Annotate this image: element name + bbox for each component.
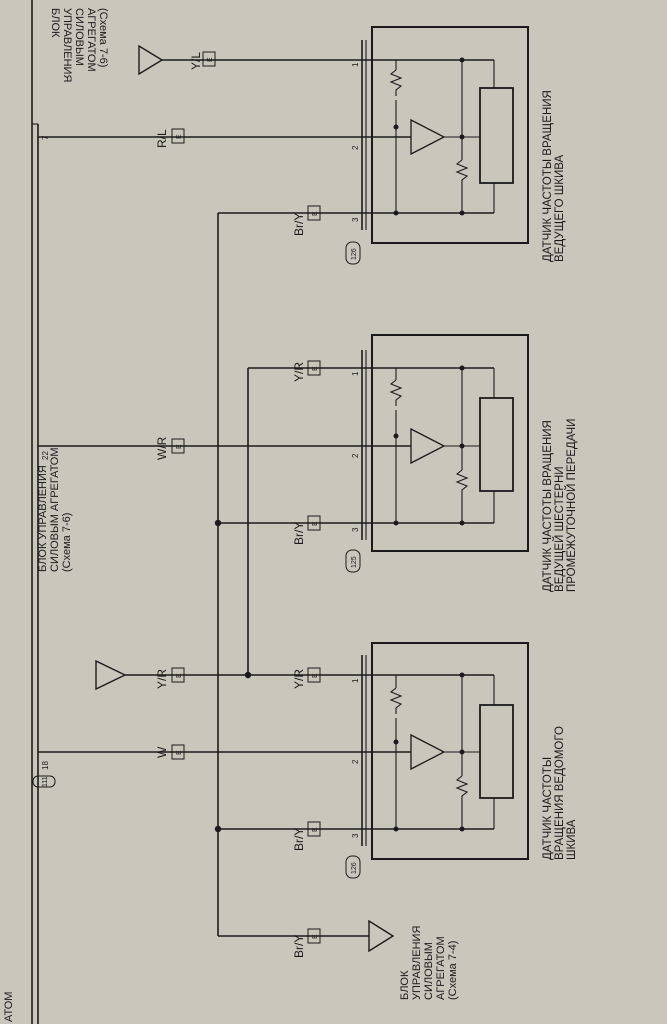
svg-text:БЛОК УПРАВЛЕНИЯ СИЛОВЫМ: БЛОК УПРАВЛЕНИЯ СИЛОВЫМ АГРЕГАТОМ (Схема… xyxy=(37,444,73,572)
sensor-intermediate-gear xyxy=(361,334,529,552)
svg-text:БЛОК УПРАВЛЕНИЯ СИ: БЛОК УПРАВЛЕНИЯ СИЛОВЫМ АГРЕГАТОМ (Схема… xyxy=(49,8,109,85)
wire-label-yl: Y/L E xyxy=(189,51,216,70)
svg-text:Br/Y: Br/Y xyxy=(292,828,306,851)
svg-text:W: W xyxy=(155,746,169,758)
sensor-pin-label: 1 xyxy=(351,371,360,376)
sensor-pin-label: 2 xyxy=(351,145,360,150)
connector-triangle-bottom xyxy=(368,919,395,953)
wire-label-rl: R/L E xyxy=(155,128,185,148)
svg-text:E: E xyxy=(312,366,319,371)
ref-block-top: БЛОК УПРАВЛЕНИЯ СИЛОВЫМ АГРЕГАТОМ (Схема… xyxy=(49,8,109,85)
sensor-pin-label: 3 xyxy=(351,527,360,532)
svg-text:E: E xyxy=(176,673,183,678)
junction-dot xyxy=(214,519,222,527)
svg-text:Br/Y: Br/Y xyxy=(292,935,306,958)
svg-text:E: E xyxy=(312,934,319,939)
svg-text:Br/Y: Br/Y xyxy=(292,522,306,545)
sensor-connector-id: 125 xyxy=(345,549,361,573)
wire-label-bry-top: Br/Y E xyxy=(292,205,321,236)
wire-label-bry-mid: Br/Y E xyxy=(292,515,321,545)
svg-text:R/L: R/L xyxy=(155,129,169,148)
svg-text:E: E xyxy=(312,673,319,678)
svg-text:126: 126 xyxy=(351,248,358,260)
svg-text:W/R: W/R xyxy=(155,436,169,460)
sensor-pin-label: 1 xyxy=(351,62,360,67)
sensor-connector-id: 126 xyxy=(345,241,361,265)
wire-label-yr-s1: Y/R E xyxy=(292,667,321,689)
sensor-name-intermediate-gear: ДАТЧИК ЧАСТОТЫ ВРАЩЕНИЯ ВЕДУЩЕЙ ШЕСТЕРНИ… xyxy=(542,417,578,592)
sensor-pin-label: 3 xyxy=(351,833,360,838)
pcm-pin-label: 18 xyxy=(41,761,50,770)
svg-text:111: 111 xyxy=(42,776,49,787)
svg-text:E: E xyxy=(176,134,183,139)
sensor-pin-label: 2 xyxy=(351,759,360,764)
svg-text:Y/L: Y/L xyxy=(189,52,203,70)
wire-label-bry-low: Br/Y E xyxy=(292,821,321,851)
svg-text:Y/R: Y/R xyxy=(292,669,306,689)
pcm-connector-bus xyxy=(31,0,39,1024)
wire-label-w: W E xyxy=(155,744,185,760)
svg-text:БЛОК УПРАВЛЕНИЯ СИ: БЛОК УПРАВЛЕНИЯ СИЛОВЫМ АГРЕГАТОМ (Схема… xyxy=(399,923,459,1000)
connector-triangle-middle xyxy=(95,659,127,691)
connector-triangle-top xyxy=(138,44,164,76)
svg-text:E: E xyxy=(176,750,183,755)
wire-label-yr-s2: Y/R E xyxy=(292,360,321,382)
svg-text:125: 125 xyxy=(351,556,358,568)
sensor-driven-pulley xyxy=(361,642,529,860)
sensor-pin-label: 3 xyxy=(351,217,360,222)
ref-block-bottom: БЛОК УПРАВЛЕНИЯ СИЛОВЫМ АГРЕГАТОМ (Схема… xyxy=(399,923,459,1000)
svg-text:Y/R: Y/R xyxy=(155,669,169,689)
wire-label-wr: W/R E xyxy=(155,436,185,460)
sensor-name-drive-pulley: ДАТЧИК ЧАСТОТЫ ВРАЩЕНИЯ ВЕДУЩЕГО ШКИВА xyxy=(542,87,566,262)
junction-dot xyxy=(214,825,222,833)
pcm-pin-label: 22 xyxy=(41,451,50,460)
svg-text:E: E xyxy=(207,57,214,62)
svg-text:Br/Y: Br/Y xyxy=(292,213,306,236)
sensor-pin-label: 2 xyxy=(351,453,360,458)
sensor-connector-id: 126 xyxy=(345,855,361,879)
wire-label-bry-ref: Br/Y E xyxy=(292,928,321,958)
svg-text:Y/R: Y/R xyxy=(292,362,306,382)
svg-text:E: E xyxy=(312,521,319,526)
svg-text:126: 126 xyxy=(351,862,358,874)
sensor-pin-label: 1 xyxy=(351,678,360,683)
svg-text:E: E xyxy=(312,211,319,216)
ref-block-middle: БЛОК УПРАВЛЕНИЯ СИЛОВЫМ АГРЕГАТОМ (Схема… xyxy=(37,444,73,572)
page-corner-label: АТОМ xyxy=(3,992,15,1022)
pcm-connector-id: 111 xyxy=(32,775,56,788)
junction-dot xyxy=(244,671,252,679)
sensor-drive-pulley xyxy=(361,26,529,244)
svg-text:E: E xyxy=(312,827,319,832)
wire-label-yr-pcm: Y/R E xyxy=(155,667,185,689)
sensor-name-driven-pulley: ДАТЧИК ЧАСТОТЫ ВРАЩЕНИЯ ВЕДОМОГО ШКИВА xyxy=(542,723,578,860)
svg-text:E: E xyxy=(176,444,183,449)
